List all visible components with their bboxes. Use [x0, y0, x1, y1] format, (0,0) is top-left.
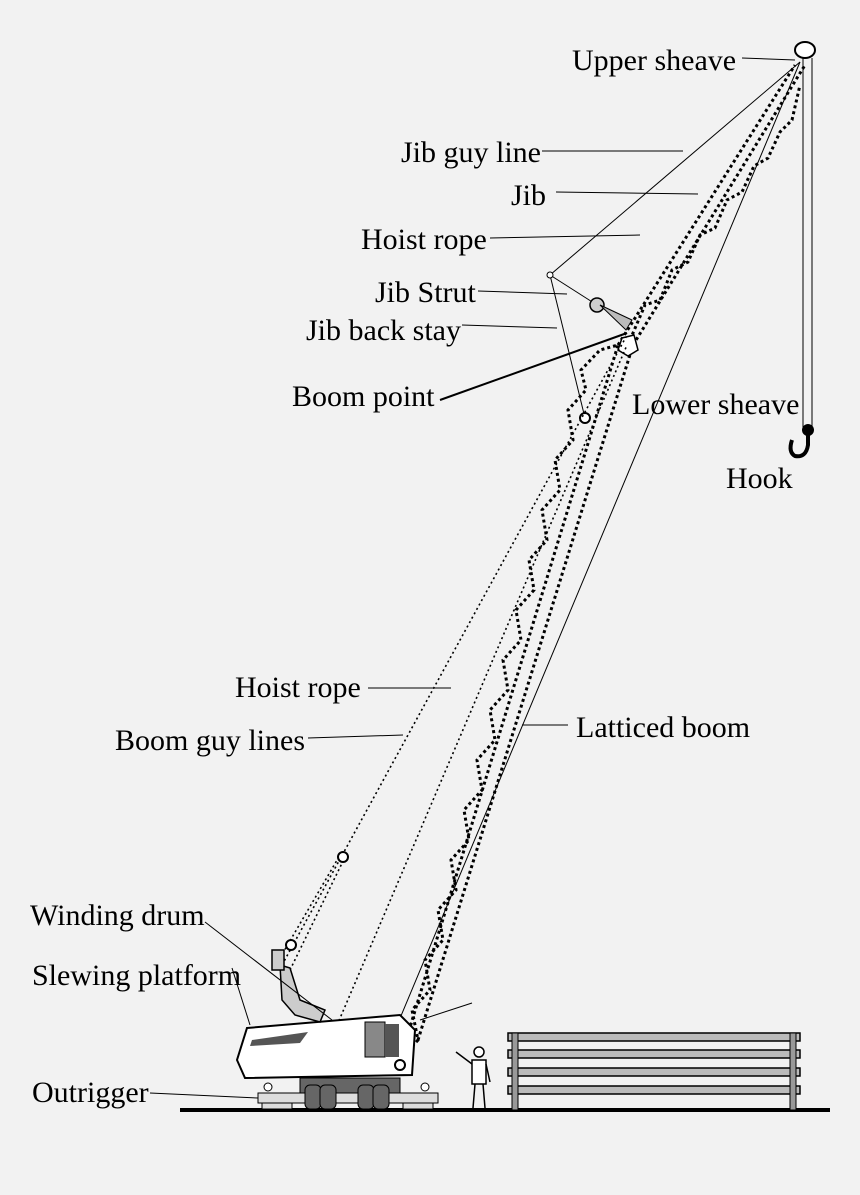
- crane-body: [235, 949, 417, 1080]
- label-winding-drum: Winding drum: [30, 899, 205, 932]
- label-outrigger: Outrigger: [32, 1076, 149, 1109]
- undercarriage: [257, 1077, 439, 1110]
- label-hoist-rope-top: Hoist rope: [361, 223, 487, 256]
- ropes: [279, 61, 801, 1036]
- label-upper-sheave: Upper sheave: [572, 44, 736, 77]
- label-jib-back-stay: Jib back stay: [306, 314, 461, 347]
- label-boom-point: Boom point: [292, 380, 435, 413]
- upper-sheave: [794, 41, 816, 59]
- labels: Upper sheave Jib guy line Jib Hoist rope…: [30, 44, 799, 1109]
- label-boom-guy-lines: Boom guy lines: [115, 724, 305, 757]
- label-hoist-rope-bottom: Hoist rope: [235, 671, 361, 704]
- hook-assembly: [788, 58, 814, 459]
- jib-strut-pin: [589, 297, 605, 313]
- label-jib-strut: Jib Strut: [375, 276, 477, 309]
- latticed-boom: [398, 343, 635, 1062]
- label-jib: Jib: [511, 179, 546, 212]
- jib: [616, 64, 807, 346]
- label-hook: Hook: [726, 462, 793, 495]
- label-latticed-boom: Latticed boom: [576, 711, 750, 744]
- leader-lines: [149, 57, 796, 1099]
- label-lower-sheave: Lower sheave: [632, 388, 799, 421]
- pipe-stack: [507, 1032, 801, 1111]
- boom-point-sheave: [617, 334, 639, 357]
- label-jib-guy-line: Jib guy line: [401, 136, 541, 169]
- label-slewing-platform: Slewing platform: [32, 959, 241, 992]
- worker-figure: [455, 1046, 491, 1109]
